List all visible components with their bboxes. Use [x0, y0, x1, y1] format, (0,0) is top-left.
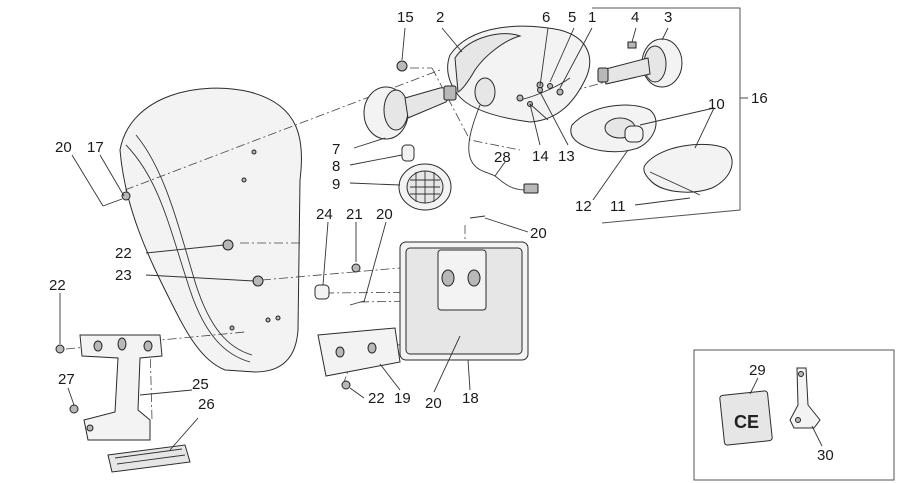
callout-20-mid: 20	[376, 206, 393, 223]
callout-26: 26	[198, 396, 215, 413]
callout-8: 8	[332, 158, 340, 175]
callout-18: 18	[462, 390, 479, 407]
callout-22-upper: 22	[115, 245, 132, 262]
callout-13: 13	[558, 148, 575, 165]
callout-21: 21	[346, 206, 363, 223]
callout-9: 9	[332, 176, 340, 193]
callout-3: 3	[664, 9, 672, 26]
callout-24: 24	[316, 206, 333, 223]
callout-5: 5	[568, 9, 576, 26]
group-bracket-16	[592, 7, 748, 224]
mounting-plate	[317, 327, 401, 377]
callout-15: 15	[397, 9, 414, 26]
callout-14: 14	[532, 148, 549, 165]
callout-20-lower: 20	[425, 395, 442, 412]
callout-2: 2	[436, 9, 444, 26]
callout-25: 25	[192, 376, 209, 393]
license-plate-holder	[399, 241, 529, 361]
callout-20-right: 20	[530, 225, 547, 242]
turn-signal-left	[363, 85, 457, 140]
inset-box: CE	[693, 349, 895, 481]
callout-4: 4	[631, 9, 639, 26]
callout-23: 23	[115, 267, 132, 284]
leader-lines	[59, 27, 823, 451]
lower-plate-bracket	[79, 334, 163, 441]
callout-22-lower: 22	[368, 390, 385, 407]
callout-labels: 15 2 6 5 1 4 3 10 16 7 8 9 14 13 28 12 1…	[49, 9, 834, 464]
callout-1: 1	[588, 9, 596, 26]
callout-20-left: 20	[55, 139, 72, 156]
rear-fender	[119, 87, 303, 373]
callout-10: 10	[708, 96, 725, 113]
callout-28: 28	[494, 149, 511, 166]
bulb-and-lens	[398, 144, 452, 211]
rear-reflector	[107, 444, 191, 473]
callout-6: 6	[542, 9, 550, 26]
callout-12: 12	[575, 198, 592, 215]
callout-29: 29	[749, 362, 766, 379]
small-hardware	[55, 41, 637, 414]
callout-30: 30	[817, 447, 834, 464]
callout-11: 11	[610, 198, 626, 215]
tail-lens-assembly	[527, 101, 733, 196]
turn-signal-right	[597, 38, 683, 88]
callout-19: 19	[394, 390, 411, 407]
callout-22-left: 22	[49, 277, 66, 294]
ce-mark-text: CE	[734, 412, 759, 432]
callout-16: 16	[751, 90, 768, 107]
taillight-housing	[447, 25, 591, 194]
callout-17: 17	[87, 139, 104, 156]
callout-27: 27	[58, 371, 75, 388]
callout-7: 7	[332, 141, 340, 158]
